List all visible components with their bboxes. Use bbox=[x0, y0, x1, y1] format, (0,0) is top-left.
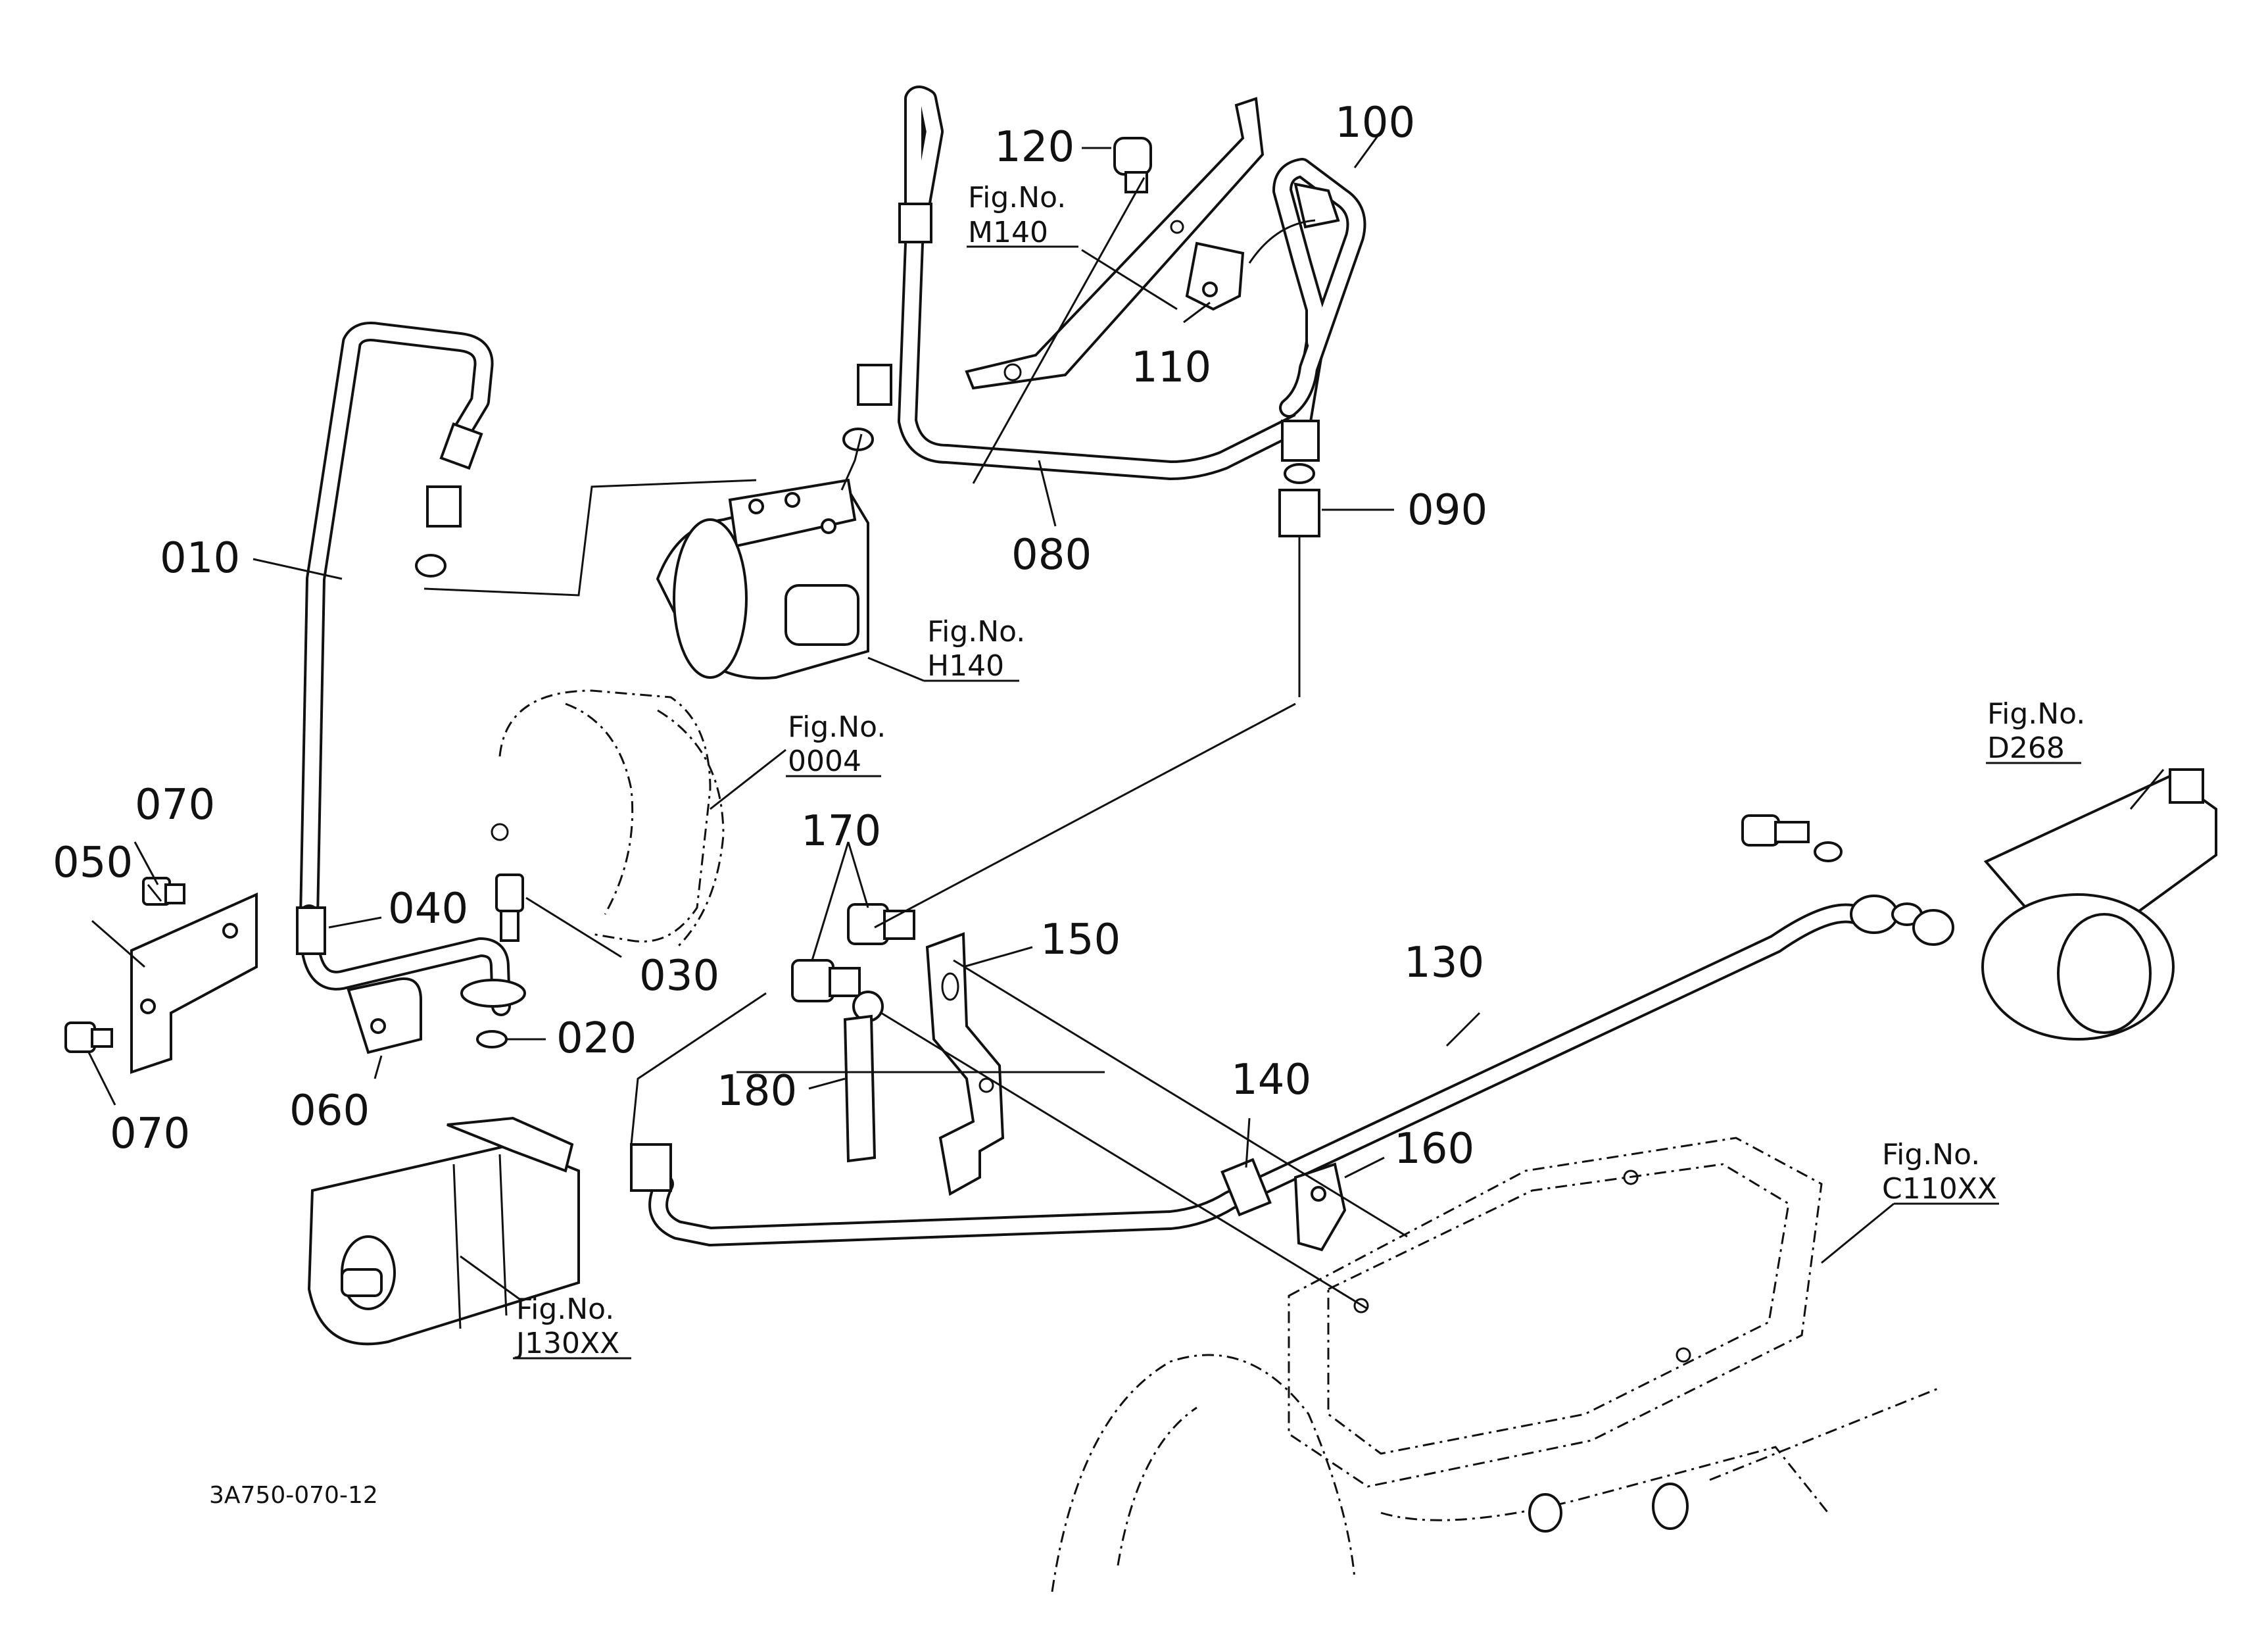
clamp-160 bbox=[1293, 1162, 1347, 1252]
fig-ref-label: Fig.No. bbox=[927, 615, 1025, 649]
fig-ref-code: M140 bbox=[968, 216, 1048, 249]
callout-040: 040 bbox=[388, 885, 468, 933]
callout-030: 030 bbox=[639, 952, 719, 1000]
fig-ref-label: Fig.No. bbox=[788, 710, 886, 744]
bolt-070-lower bbox=[64, 1021, 113, 1053]
callout-070-lower: 070 bbox=[110, 1110, 190, 1158]
callout-010: 010 bbox=[160, 534, 240, 583]
fig-ref-code: J130XX bbox=[514, 1327, 619, 1360]
callout-050: 050 bbox=[53, 839, 133, 887]
steering-unit-h140 bbox=[656, 478, 869, 680]
figure-ref-d268: Fig.No. D268 bbox=[1987, 697, 2085, 765]
valve-d268 bbox=[1741, 768, 2217, 1041]
tube-080-union bbox=[857, 364, 892, 406]
callout-150: 150 bbox=[1040, 916, 1121, 964]
elbow-030 bbox=[460, 873, 526, 1008]
plate-180 bbox=[843, 1014, 877, 1163]
fig-ref-code: C110XX bbox=[1882, 1172, 1997, 1206]
leader-lines bbox=[87, 131, 2165, 1310]
figure-ref-c110xx: Fig.No. C110XX bbox=[1882, 1138, 1997, 1206]
tube-010 bbox=[299, 322, 494, 927]
clamp-100 bbox=[1293, 182, 1340, 229]
tube-040 bbox=[296, 904, 511, 1054]
clamp-110 bbox=[1185, 219, 1316, 311]
tube-010-fitting bbox=[426, 485, 462, 528]
fig-ref-label: Fig.No. bbox=[968, 181, 1066, 214]
fig-ref-code: D268 bbox=[1987, 731, 2065, 765]
fig-ref-label: Fig.No. bbox=[516, 1292, 614, 1326]
clamp-060 bbox=[347, 977, 422, 1054]
bracket-050 bbox=[130, 892, 258, 1074]
callout-130: 130 bbox=[1404, 939, 1484, 987]
o-ring-icon bbox=[415, 554, 446, 578]
banjo-bolt bbox=[1741, 814, 1780, 847]
bracket-m140 bbox=[965, 97, 1265, 390]
tube-080-fitting bbox=[898, 203, 932, 243]
fig-ref-code: 0004 bbox=[788, 745, 861, 778]
callout-110: 110 bbox=[1131, 343, 1211, 392]
sleeve-040 bbox=[296, 906, 326, 955]
connector-170-upper bbox=[847, 903, 915, 945]
fig-ref-label: Fig.No. bbox=[1987, 697, 2085, 731]
callout-140: 140 bbox=[1231, 1056, 1311, 1104]
bolt-070-upper bbox=[142, 877, 185, 906]
callout-070-upper: 070 bbox=[135, 781, 215, 829]
fig-ref-code: H140 bbox=[927, 649, 1004, 683]
figure-ref-j130xx: Fig.No. J130XX bbox=[514, 1292, 619, 1360]
callout-060: 060 bbox=[289, 1087, 370, 1135]
callout-labels: 010 020 030 040 050 060 070 070 080 090 … bbox=[53, 99, 1487, 1173]
transmission-case-c110xx bbox=[1051, 1137, 1941, 1592]
banjo-fitting bbox=[1850, 895, 1898, 934]
figure-ref-0004: Fig.No. 0004 bbox=[788, 710, 886, 778]
tube-100 bbox=[1272, 158, 1366, 462]
callout-020: 020 bbox=[556, 1014, 637, 1063]
figure-ref-h140: Fig.No. H140 bbox=[927, 615, 1025, 683]
callout-180: 180 bbox=[717, 1067, 797, 1116]
callout-170: 170 bbox=[801, 807, 881, 856]
sleeve-140 bbox=[1220, 1158, 1272, 1217]
tube-100-fitting bbox=[1281, 420, 1320, 462]
housing-0004 bbox=[491, 689, 725, 948]
callout-080: 080 bbox=[1011, 531, 1092, 579]
callout-160: 160 bbox=[1394, 1125, 1474, 1173]
diagram-code: 3A750-070-12 bbox=[209, 1482, 378, 1509]
union-090 bbox=[1278, 463, 1320, 697]
callout-120: 120 bbox=[994, 123, 1074, 172]
tube-130 bbox=[630, 895, 1898, 1246]
plug-120 bbox=[1113, 137, 1184, 234]
tube-130-fitting bbox=[630, 1143, 672, 1192]
fig-ref-label: Fig.No. bbox=[1882, 1138, 1980, 1171]
tube-080 bbox=[842, 86, 1325, 480]
figure-ref-underlines bbox=[513, 245, 2081, 1360]
callout-090: 090 bbox=[1407, 486, 1487, 535]
seal-020 bbox=[476, 1030, 508, 1048]
callout-100: 100 bbox=[1335, 99, 1415, 147]
figure-ref-m140: Fig.No. M140 bbox=[968, 181, 1066, 249]
connector-170-lower bbox=[791, 959, 884, 1022]
